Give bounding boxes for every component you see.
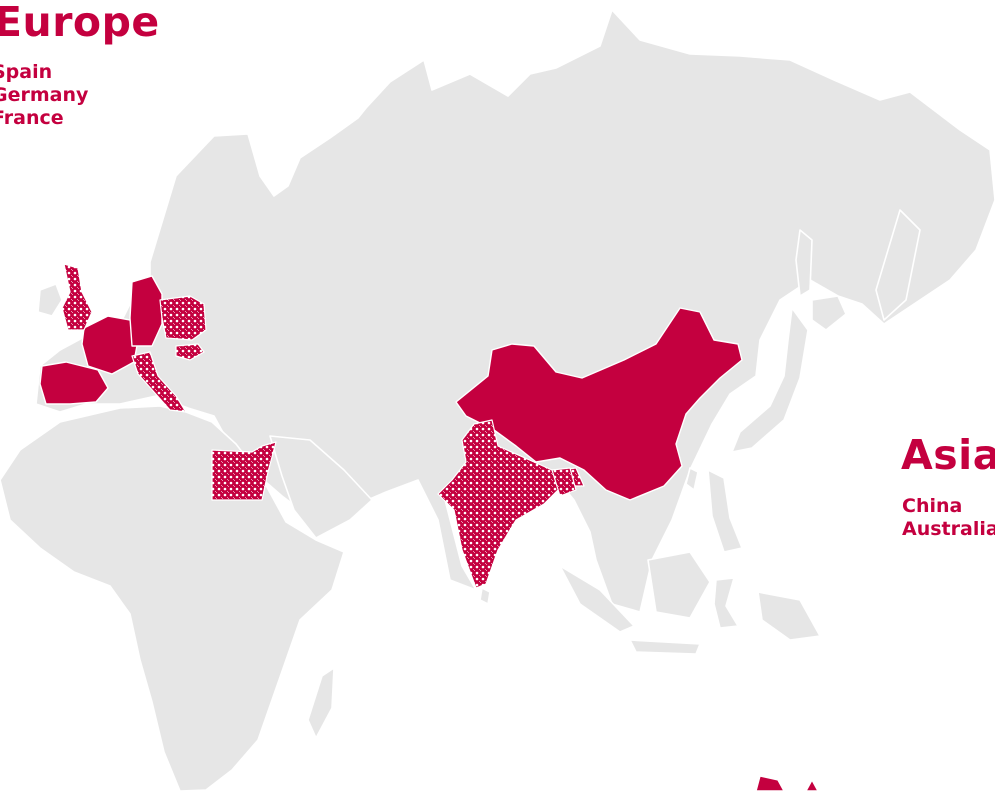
region-title-asia: Asia: [901, 431, 995, 479]
land-hokkaido: [811, 295, 847, 331]
land-eurasia: [35, 9, 995, 613]
country-label-germany: Germany: [0, 84, 89, 106]
land-madagascar: [307, 667, 335, 739]
land-taiwan: [685, 467, 699, 491]
land-kamchatka: [875, 209, 921, 321]
land-sri-lanka: [479, 587, 491, 605]
country-poland: [159, 295, 207, 341]
country-label-china: China: [902, 495, 963, 517]
land-arabia: [269, 435, 373, 539]
country-egypt: [211, 441, 277, 501]
country-hungary: [175, 343, 205, 361]
country-label-spain: Spain: [0, 61, 53, 83]
country-label-france: France: [0, 107, 64, 129]
country-bangladesh: [551, 467, 577, 497]
country-italy: [131, 351, 187, 413]
land-philippines: [707, 469, 743, 553]
country-australia-east: [805, 779, 819, 791]
land-sakhalin: [795, 229, 813, 297]
land-borneo: [647, 551, 711, 619]
country-uk: [61, 263, 93, 331]
country-spain: [39, 361, 109, 405]
land-ireland: [37, 283, 63, 317]
country-india: [437, 419, 585, 589]
country-australia: [755, 775, 785, 791]
country-china: [455, 307, 743, 501]
land-java: [629, 639, 701, 655]
land-sumatra: [559, 565, 635, 633]
asia-country-list: China Australia: [902, 495, 995, 541]
country-germany: [129, 275, 163, 347]
land-sulawesi: [713, 577, 739, 629]
europe-country-list: Spain Germany France: [0, 61, 88, 130]
land-new-guinea: [757, 591, 821, 641]
land-japan: [731, 307, 809, 453]
region-title-europe: Europe: [0, 0, 160, 46]
land-africa: [0, 405, 345, 791]
country-label-australia: Australia: [902, 518, 995, 540]
